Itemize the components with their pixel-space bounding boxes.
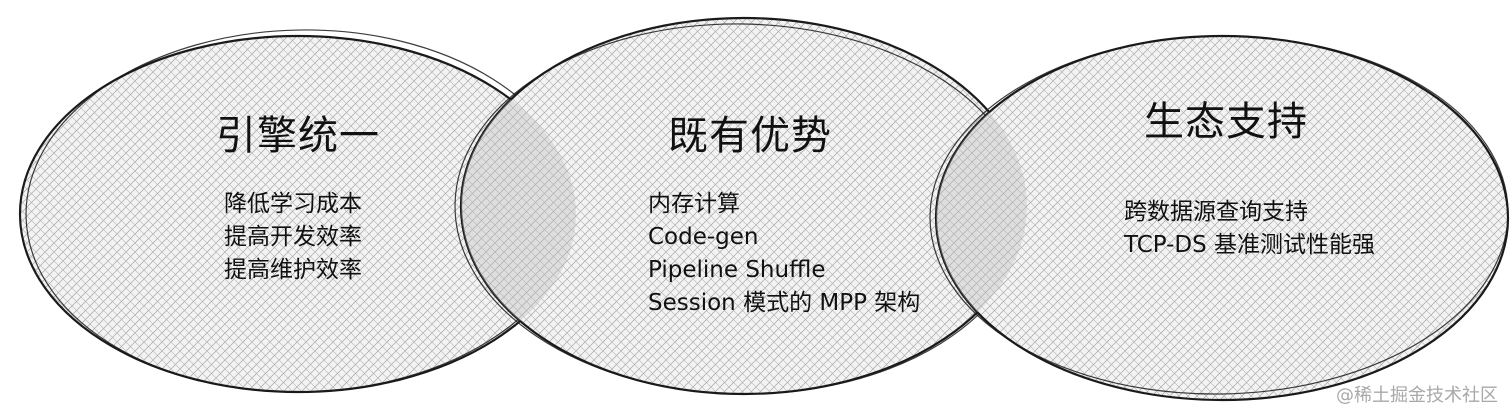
list-item: 跨数据源查询支持 — [1124, 199, 1308, 225]
circle-title-existing-advantages: 既有优势 — [668, 113, 832, 159]
list-item: TCP-DS 基准测试性能强 — [1124, 232, 1376, 258]
circle-title-ecosystem-support: 生态支持 — [1144, 99, 1308, 145]
ellipse-ecosystem-support — [929, 34, 1510, 402]
list-item: 提高开发效率 — [224, 224, 362, 250]
list-item: 降低学习成本 — [224, 191, 362, 217]
list-item: Code-gen — [648, 224, 759, 250]
circle-items-engine-unification: 降低学习成本 提高开发效率 提高维护效率 — [224, 188, 362, 287]
circle-items-ecosystem-support: 跨数据源查询支持 TCP-DS 基准测试性能强 — [1124, 196, 1375, 262]
watermark: @稀土掘金技术社区 — [1336, 385, 1498, 406]
circle-title-engine-unification: 引擎统一 — [216, 113, 380, 159]
list-item: Pipeline Shuffle — [648, 257, 826, 283]
list-item: Session 模式的 MPP 架构 — [648, 290, 921, 316]
list-item: 内存计算 — [648, 191, 740, 217]
list-item: 提高维护效率 — [224, 257, 362, 283]
circle-items-existing-advantages: 内存计算 Code-gen Pipeline Shuffle Session 模… — [648, 188, 920, 320]
